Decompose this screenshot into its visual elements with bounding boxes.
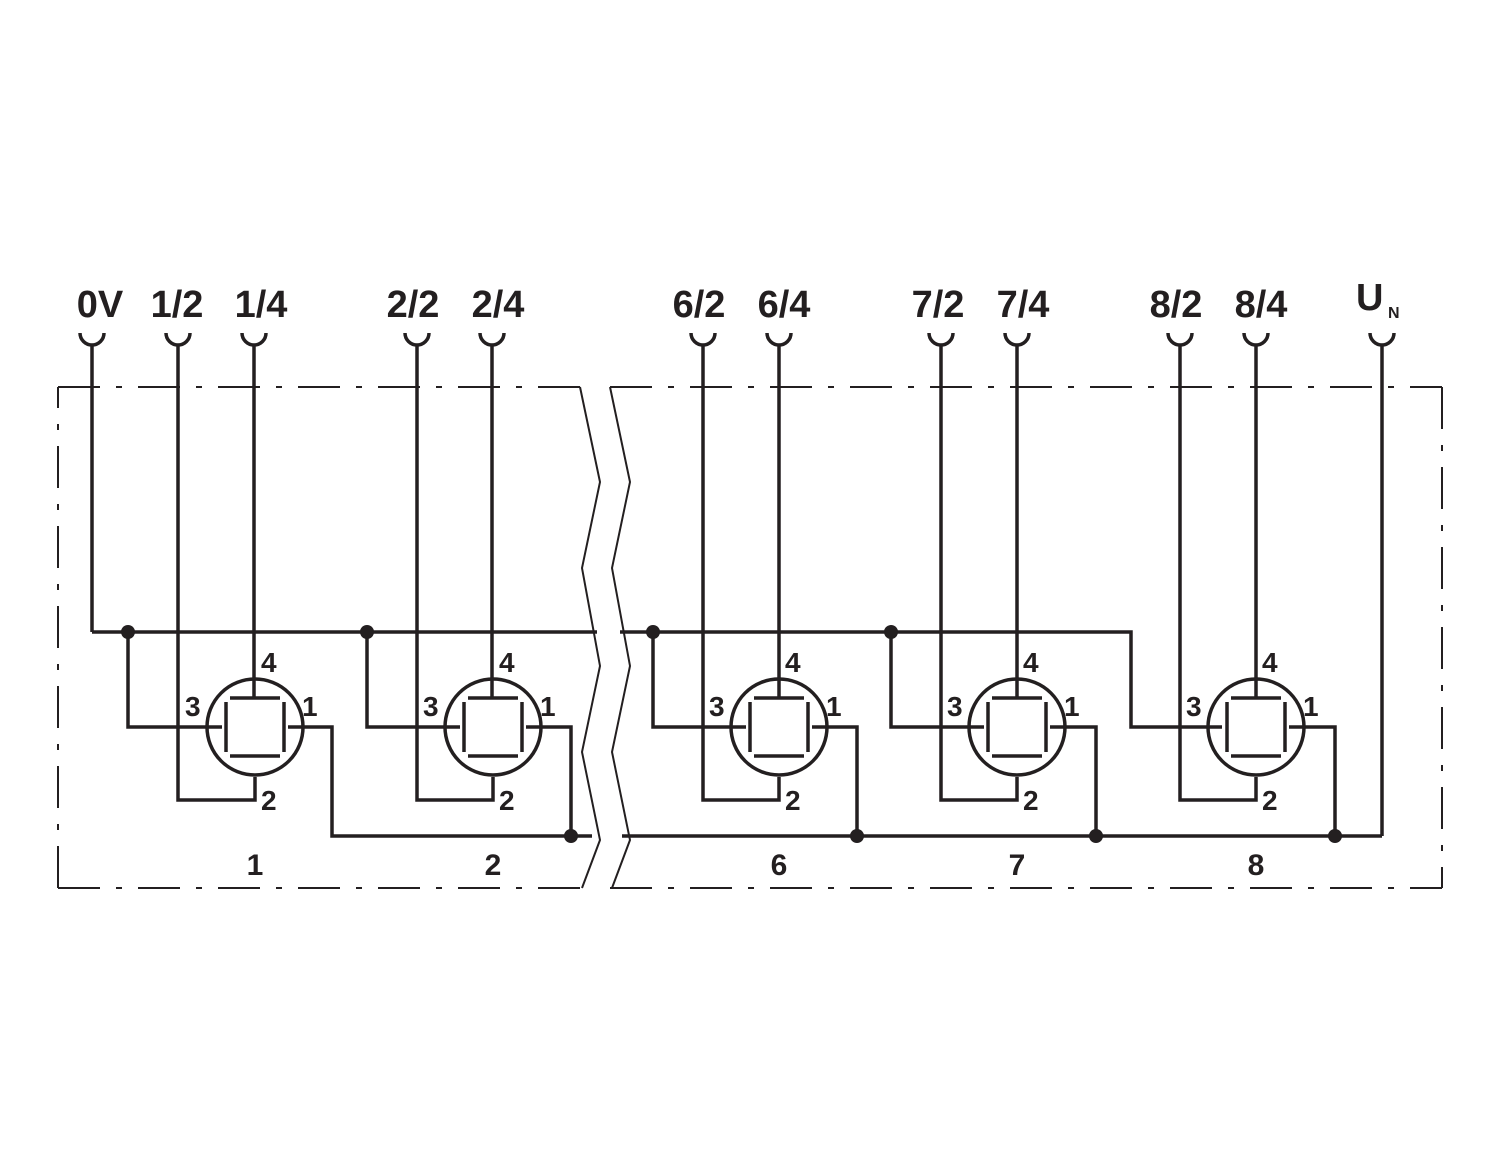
terminal-label-6-4: 6/4 <box>758 284 811 326</box>
port-numbers: 1 2 6 7 8 <box>247 849 1265 882</box>
port-number: 6 <box>771 849 788 882</box>
terminal-label-6-2: 6/2 <box>673 284 726 326</box>
terminal-labels: 0V 1/2 1/4 2/2 2/4 6/2 6/4 7/2 7/4 8/2 8… <box>77 277 1400 326</box>
connector-port-1: 4 3 1 2 <box>185 647 318 816</box>
port-number: 1 <box>247 849 264 882</box>
terminal-label-2-2: 2/2 <box>387 284 440 326</box>
break-symbol <box>579 386 632 889</box>
terminal-label-1-2: 1/2 <box>151 284 204 326</box>
terminal-label-8-4: 8/4 <box>1235 284 1288 326</box>
connector-port-8: 4 3 1 2 <box>1186 647 1319 816</box>
terminal-label-1-4: 1/4 <box>235 284 288 326</box>
supply-bus <box>288 725 1382 838</box>
connector-port-2: 4 3 1 2 <box>423 647 556 816</box>
pin-label-2: 2 <box>261 785 277 816</box>
pin-label-1: 1 <box>826 691 842 722</box>
pin-label-2: 2 <box>785 785 801 816</box>
pin-label-2: 2 <box>1262 785 1278 816</box>
pin-label-3: 3 <box>185 691 201 722</box>
connector-port-6: 4 3 1 2 <box>709 647 842 816</box>
feed-wires <box>90 345 1384 836</box>
pin-label-3: 3 <box>1186 691 1202 722</box>
terminal-label-2-4: 2/4 <box>472 284 525 326</box>
port-number: 8 <box>1248 849 1265 882</box>
junction-dots <box>121 625 1342 843</box>
pin-label-3: 3 <box>709 691 725 722</box>
pin-label-4: 4 <box>785 647 801 678</box>
pin-label-4: 4 <box>1023 647 1039 678</box>
pin-label-3: 3 <box>947 691 963 722</box>
terminal-label-un-subscript: N <box>1388 305 1400 322</box>
pin-label-2: 2 <box>499 785 515 816</box>
pin-label-3: 3 <box>423 691 439 722</box>
terminal-label-un: U <box>1356 277 1383 319</box>
zero-volt-bus <box>92 630 1222 729</box>
terminal-label-8-2: 8/2 <box>1150 284 1203 326</box>
terminal-label-7-4: 7/4 <box>997 284 1050 326</box>
pin-label-1: 1 <box>540 691 556 722</box>
port-number: 2 <box>485 849 502 882</box>
pin-label-1: 1 <box>302 691 318 722</box>
pin-label-1: 1 <box>1303 691 1319 722</box>
pin-label-2: 2 <box>1023 785 1039 816</box>
port-number: 7 <box>1009 849 1026 882</box>
terminal-cups <box>78 332 1396 347</box>
pin-label-4: 4 <box>499 647 515 678</box>
pin-label-4: 4 <box>261 647 277 678</box>
pin-label-1: 1 <box>1064 691 1080 722</box>
housing-outline <box>57 386 1443 889</box>
terminal-label-7-2: 7/2 <box>912 284 965 326</box>
pin-label-4: 4 <box>1262 647 1278 678</box>
connector-port-7: 4 3 1 2 <box>947 647 1080 816</box>
terminal-label-0v: 0V <box>77 284 124 326</box>
